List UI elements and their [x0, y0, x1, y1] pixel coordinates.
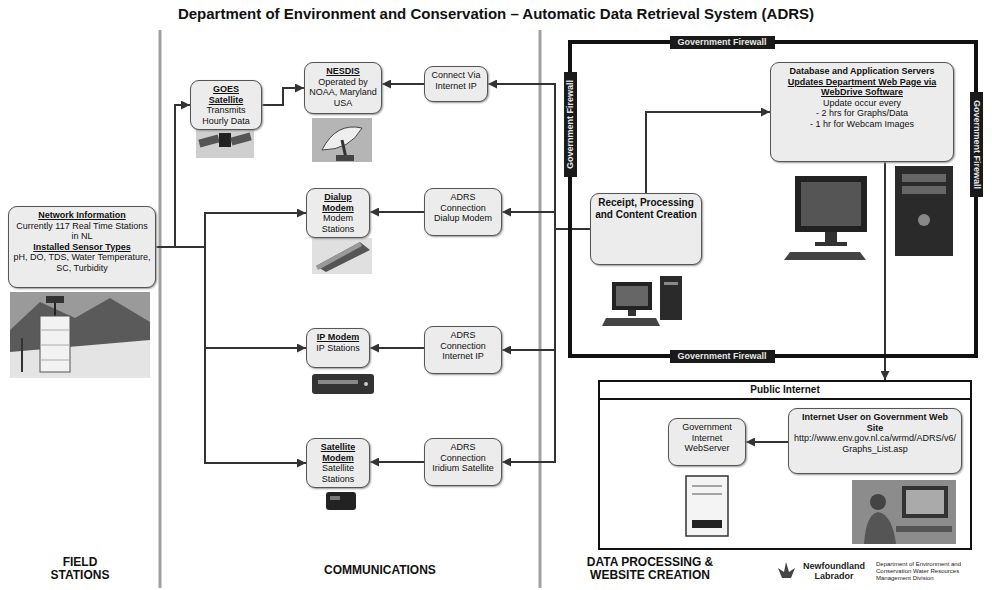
- connection-box: ADRS Connection Internet IP: [424, 326, 502, 374]
- box-heading: Updates Department Web Page via WebDrive…: [775, 77, 949, 98]
- logo-text: Newfoundland Labrador: [796, 562, 872, 582]
- firewall-region: Government FirewallGovernment FirewallGo…: [568, 40, 978, 358]
- department-text: Department of Environment and Conservati…: [876, 561, 984, 582]
- firewall-label: Government Firewall: [670, 36, 775, 49]
- web-address: http://www.env.gov.nl.ca/wrmd/ADRS/v6/Gr…: [793, 433, 957, 454]
- box-text: - 2 hrs for Graphs/Data: [775, 108, 949, 119]
- public-internet-panel: Public InternetGovernment Internet WebSe…: [598, 380, 972, 550]
- box-heading: Installed Sensor Types: [13, 242, 151, 253]
- box-text: Modem Stations: [311, 213, 365, 234]
- column-heading: COMMUNICATIONS: [290, 564, 470, 577]
- box-text: ADRS Connection Iridium Satellite: [429, 442, 497, 474]
- computer-picture: [602, 276, 682, 326]
- connection-box: ADRS Connection Dialup Modem: [424, 188, 502, 236]
- connector-arrow: [156, 247, 306, 348]
- box-text: ADRS Connection Dialup Modem: [429, 192, 497, 224]
- firewall-label: Government Firewall: [970, 91, 983, 196]
- network-info-box: Network InformationCurrently 117 Real Ti…: [8, 206, 156, 288]
- field-station-photo: [10, 292, 150, 378]
- diagram-title: Department of Environment and Conservati…: [0, 5, 992, 22]
- satellite-modem-picture: [326, 492, 356, 510]
- column-divider: [539, 30, 542, 588]
- box-heading: Network Information: [13, 210, 151, 221]
- panel-title: Public Internet: [600, 382, 970, 400]
- box-text: IP Stations: [311, 343, 365, 354]
- dish-picture: [312, 118, 372, 162]
- modem-box: Satellite ModemSatellite Stations: [306, 438, 370, 488]
- connector-arrow: [370, 461, 424, 463]
- modem-box: Dialup ModemModem Stations: [306, 188, 370, 238]
- user-photo: [852, 480, 956, 544]
- dialup-modem-picture: [312, 238, 372, 274]
- box-text: Operated by NOAA, Maryland USA: [309, 77, 377, 109]
- box-heading: Receipt, Processing and Content Creation: [595, 197, 697, 220]
- box-text: Satellite Stations: [311, 463, 365, 484]
- box-text: pH, DO, TDS, Water Temperature, SC, Turb…: [13, 252, 151, 273]
- box-heading: GOES Satellite: [195, 84, 257, 105]
- connector-arrow: [382, 83, 424, 85]
- connector-arrow: [646, 112, 770, 193]
- box-heading: NESDIS: [309, 66, 377, 77]
- box-text: Currently 117 Real Time Stations in NL: [13, 221, 151, 242]
- box-heading: Database and Application Servers: [775, 66, 949, 77]
- connector-arrow: [370, 211, 424, 213]
- connector-arrow: [262, 88, 304, 105]
- connection-box: Connect Via Internet IP: [424, 66, 488, 102]
- process-box: Receipt, Processing and Content Creation: [590, 193, 702, 265]
- box-text: - 1 hr for Webcam Images: [775, 119, 949, 130]
- nesdis-box: NESDISOperated by NOAA, Maryland USA: [304, 62, 382, 114]
- column-heading: FIELD STATIONS: [36, 556, 124, 582]
- column-heading: DATA PROCESSING & WEBSITE CREATION: [560, 556, 740, 582]
- connector-arrow: [746, 441, 788, 443]
- satellite-picture: [196, 126, 254, 158]
- server-box: Database and Application ServersUpdates …: [770, 62, 954, 162]
- server-computer-picture: [784, 166, 953, 260]
- connector-arrow: [156, 213, 306, 247]
- connector-arrow: [502, 229, 590, 350]
- column-divider: [159, 30, 162, 588]
- connector-arrow: [502, 212, 590, 229]
- box-text: ADRS Connection Internet IP: [429, 330, 497, 362]
- webserver-box: Government Internet WebServer: [668, 418, 746, 466]
- satellite-box: GOES SatelliteTransmits Hourly Data: [190, 80, 262, 130]
- box-heading: Internet User on Government Web Site: [793, 412, 957, 433]
- box-text: Transmits Hourly Data: [195, 105, 257, 126]
- user-box: Internet User on Government Web Sitehttp…: [788, 408, 962, 474]
- box-heading: Satellite Modem: [311, 442, 365, 463]
- firewall-label: Government Firewall: [564, 71, 577, 176]
- connector-arrow: [156, 105, 190, 247]
- webserver-picture: [686, 476, 728, 536]
- box-text: Government Internet WebServer: [673, 422, 741, 454]
- connector-arrow: [370, 347, 424, 349]
- box-text: Update occur every: [775, 98, 949, 109]
- modem-box: IP ModemIP Stations: [306, 328, 370, 368]
- connector-arrow: [156, 247, 306, 463]
- logo-mark: [778, 562, 795, 578]
- connection-box: ADRS Connection Iridium Satellite: [424, 438, 502, 486]
- ip-modem-picture: [312, 374, 374, 394]
- firewall-label: Government Firewall: [670, 350, 775, 363]
- box-heading: Dialup Modem: [311, 192, 365, 213]
- connector-arrow: [502, 229, 590, 462]
- box-text: Connect Via Internet IP: [429, 70, 483, 91]
- connector-arrow: [884, 162, 886, 380]
- box-heading: IP Modem: [311, 332, 365, 343]
